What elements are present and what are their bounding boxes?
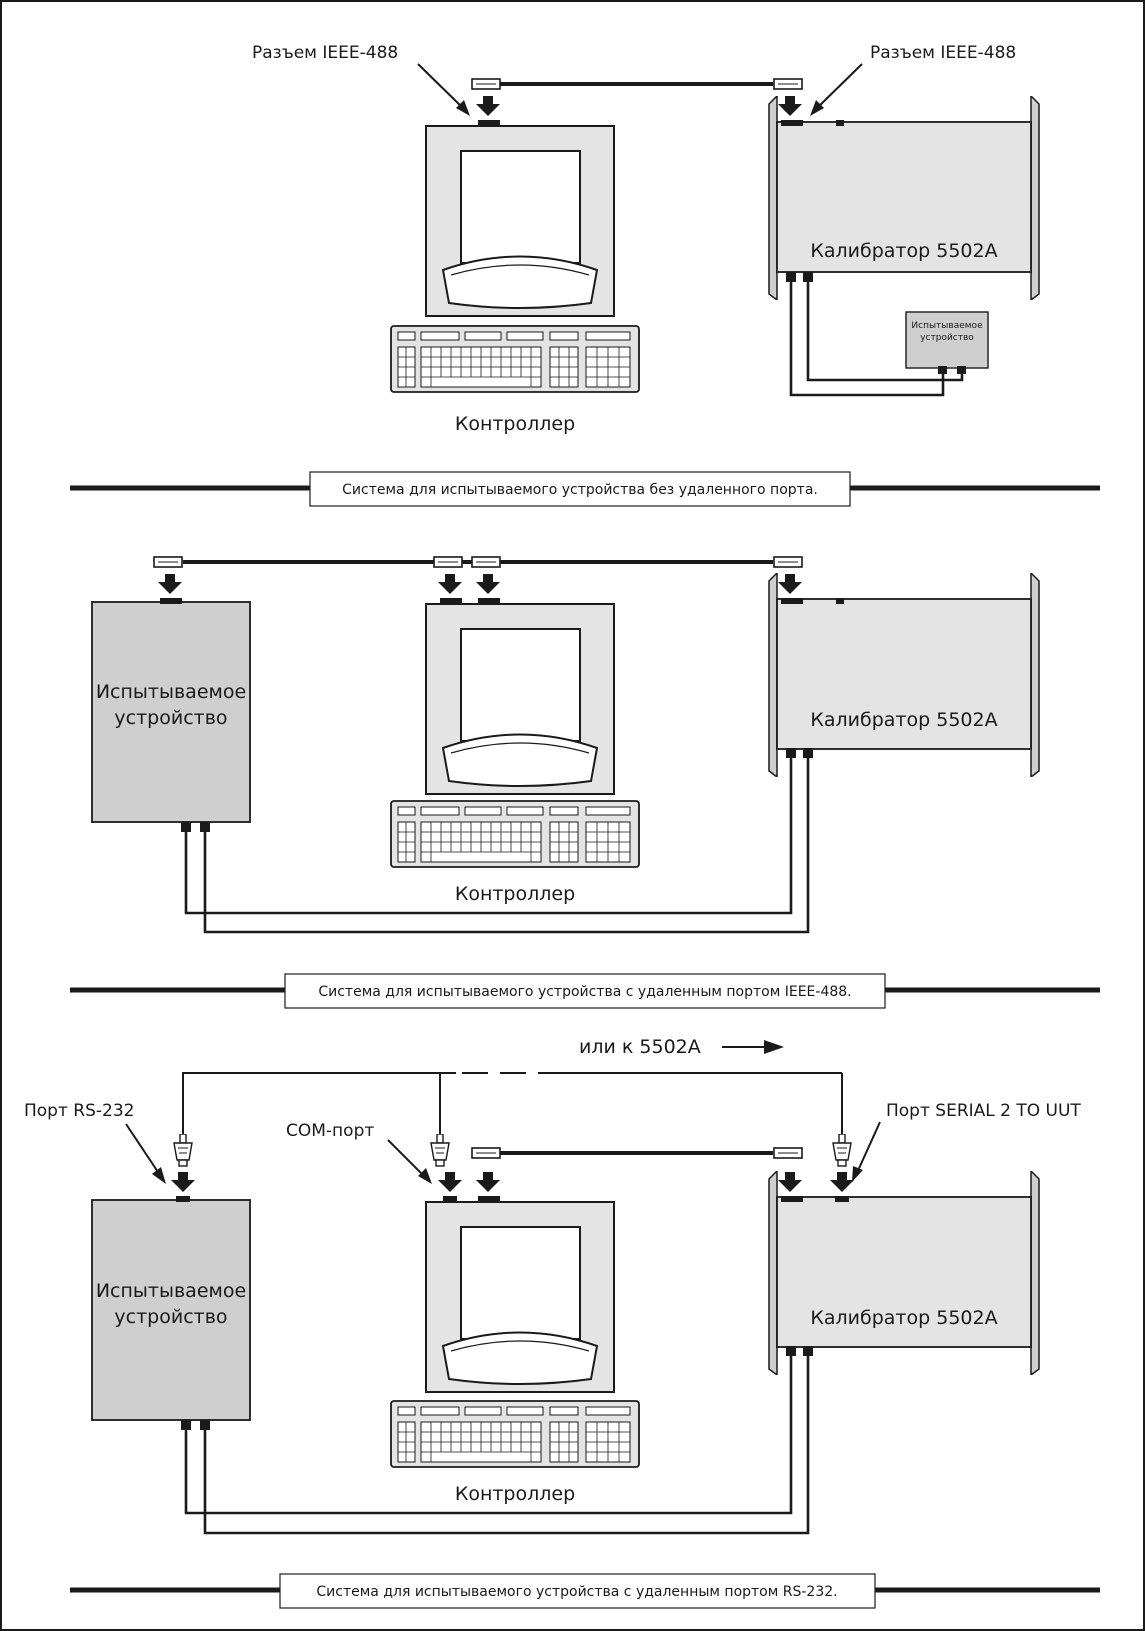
uut-box: [91, 1199, 251, 1421]
uut-small-box: [905, 311, 989, 369]
section-1-caption: Система для испытываемого устройства без…: [342, 482, 818, 498]
down-arrow-icon: [158, 574, 182, 594]
controller-label: Контроллер: [455, 1483, 575, 1505]
down-arrow-icon: [476, 1172, 500, 1192]
keyboard-icon: [390, 1400, 640, 1468]
down-arrow-icon: [171, 1172, 195, 1192]
calibrator-5502a: [768, 1171, 1040, 1375]
uut-label-line2: устройство: [114, 1306, 227, 1328]
section-3-rs-232-remote: или к 5502A Испытываемое устройство Конт…: [24, 1036, 1100, 1609]
ieee-connector-label-left: Разъем IEEE-488: [252, 43, 398, 63]
uut-label-line1: Испытываемое: [96, 681, 246, 703]
calibrator-label: Калибратор 5502A: [810, 1307, 997, 1329]
section-3-caption: Система для испытываемого устройства с у…: [316, 1584, 837, 1600]
down-arrow-icon: [438, 1172, 462, 1192]
section-1-no-remote-port: Контроллер Калибратор 5502A Испытываемое…: [70, 43, 1100, 507]
rs-232-plug-icon: [832, 1134, 852, 1167]
uut-box: [91, 601, 251, 823]
uut-label-line2: устройство: [114, 707, 227, 729]
calibrator-label: Калибратор 5502A: [810, 709, 997, 731]
keyboard-icon: [390, 800, 640, 868]
ieee-488-connector-icon: [773, 78, 803, 90]
down-arrow-icon: [438, 574, 462, 594]
computer-monitor-icon: [425, 603, 615, 795]
uut-label-line1: Испытываемое: [96, 1280, 246, 1302]
rs-232-plug-icon: [430, 1134, 450, 1167]
ieee-488-connector-icon: [471, 556, 501, 568]
section-2-ieee-488-remote: Испытываемое устройство Контроллер Калиб…: [70, 556, 1100, 1009]
ieee-488-connector-icon: [773, 556, 803, 568]
ieee-488-connector-icon: [153, 556, 183, 568]
down-arrow-icon: [778, 96, 802, 116]
com-port-label: COM-порт: [286, 1121, 374, 1141]
serial-2-to-uut-label: Порт SERIAL 2 TO UUT: [886, 1101, 1081, 1121]
keyboard-icon: [390, 325, 640, 393]
ieee-488-connector-icon: [433, 556, 463, 568]
uut-small-label-line2: устройство: [920, 333, 974, 343]
down-arrow-icon: [830, 1172, 854, 1192]
ieee-488-connector-icon: [773, 1147, 803, 1159]
controller-label: Контроллер: [455, 883, 575, 905]
rs-232-port-label: Порт RS-232: [24, 1101, 134, 1121]
calibrator-label: Калибратор 5502A: [810, 240, 997, 262]
controller-label: Контроллер: [455, 413, 575, 435]
calibrator-5502a: [768, 96, 1040, 300]
down-arrow-icon: [476, 96, 500, 116]
down-arrow-icon: [476, 574, 500, 594]
down-arrow-icon: [778, 574, 802, 594]
uut-small-label-line1: Испытываемое: [911, 321, 983, 331]
ieee-connector-label-right: Разъем IEEE-488: [870, 43, 1016, 63]
down-arrow-icon: [778, 1172, 802, 1192]
ieee-488-connector-icon: [471, 1147, 501, 1159]
calibrator-5502a: [768, 573, 1040, 777]
computer-monitor-icon: [425, 1201, 615, 1393]
or-to-5502a-label: или к 5502A: [579, 1036, 701, 1058]
computer-monitor-icon: [425, 125, 615, 317]
rs-232-plug-icon: [173, 1134, 193, 1167]
ieee-488-connector-icon: [471, 78, 501, 90]
section-2-caption: Система для испытываемого устройства с у…: [318, 984, 851, 1000]
